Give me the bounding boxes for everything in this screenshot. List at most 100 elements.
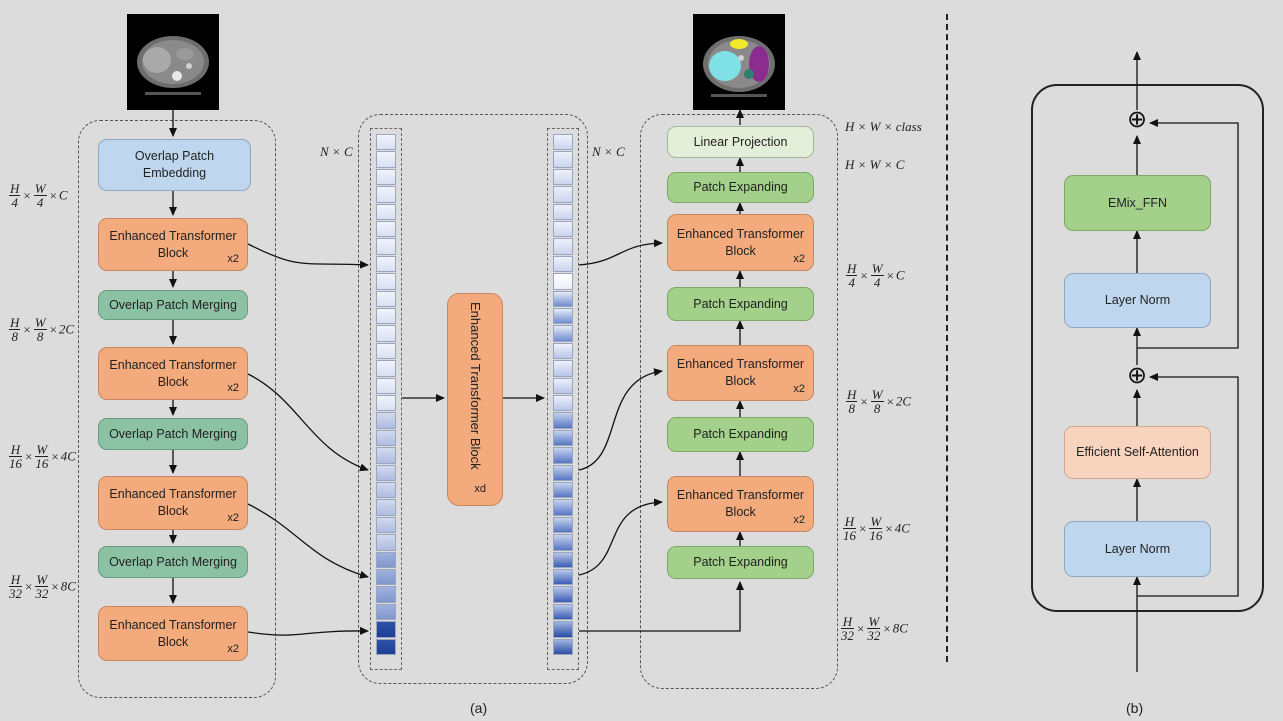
dim-den: 32 — [841, 628, 854, 643]
token-cell — [376, 551, 396, 568]
token-cell — [553, 603, 573, 621]
dim-channels: C — [895, 267, 905, 283]
repeat-count: x2 — [793, 514, 805, 527]
dim-den: 4 — [873, 275, 881, 290]
dim-num: W — [867, 614, 881, 629]
encoder-transformer-block-1: Enhanced Transformer Block x2 — [98, 218, 248, 271]
token-cell — [376, 360, 396, 377]
dim-num: H — [846, 261, 858, 276]
bottleneck-label: Enhanced Transformer Block — [467, 301, 483, 470]
token-cell — [553, 429, 573, 447]
panel-separator — [946, 14, 948, 662]
dim-channels: 2C — [58, 321, 75, 337]
emix-ffn-label: EMix_FFN — [1107, 195, 1168, 210]
token-cell — [376, 221, 396, 238]
linear-projection-label: Linear Projection — [693, 134, 788, 149]
token-cell — [553, 621, 573, 638]
dim-num: H — [841, 614, 854, 629]
input-ct-image — [127, 14, 219, 110]
token-cell — [376, 395, 396, 412]
token-cell — [553, 464, 573, 481]
caption-a: (a) — [470, 700, 488, 716]
right-token-strip — [547, 128, 579, 670]
dim-den: 8 — [11, 329, 18, 344]
token-cell — [376, 464, 396, 481]
encoder-transformer-block-4: Enhanced Transformer Block x2 — [98, 606, 248, 661]
block-label: Enhanced Transformer Block — [676, 488, 805, 519]
token-cell — [553, 134, 573, 151]
linear-projection: Linear Projection — [667, 126, 814, 158]
encoder-transformer-block-3: Enhanced Transformer Block x2 — [98, 476, 248, 530]
expanding-label: Patch Expanding — [693, 427, 788, 442]
token-cell — [553, 221, 573, 238]
merging-label: Overlap Patch Merging — [109, 297, 237, 312]
dim-num: H — [846, 387, 858, 402]
block-label: Enhanced Transformer Block — [109, 617, 237, 649]
dim-num: H — [843, 514, 856, 529]
add-operator-top: ⊕ — [1126, 106, 1148, 133]
overlap-patch-merging-1: Overlap Patch Merging — [98, 290, 248, 320]
token-cell — [376, 603, 396, 621]
dim-num: H — [9, 315, 21, 330]
token-cell — [553, 203, 573, 220]
dim-den: 32 — [35, 586, 49, 601]
token-cell — [553, 569, 573, 586]
token-cell — [376, 325, 396, 342]
token-cell — [553, 151, 573, 168]
dim-den: 4 — [11, 195, 18, 210]
repeat-count: x2 — [227, 253, 239, 266]
token-cell — [376, 168, 396, 186]
overlap-patch-merging-2: Overlap Patch Merging — [98, 418, 248, 450]
token-cell — [376, 186, 396, 203]
dim-num: W — [35, 572, 49, 587]
encoder-group — [78, 120, 276, 698]
token-cell — [376, 238, 396, 255]
overlap-patch-merging-3: Overlap Patch Merging — [98, 546, 248, 578]
token-cell — [553, 638, 573, 655]
dim-num: W — [869, 514, 883, 529]
token-cell — [376, 377, 396, 394]
block-label: Enhanced Transformer Block — [676, 226, 805, 258]
token-cell — [376, 308, 396, 325]
dim-num: H — [9, 181, 21, 196]
dim-channels: 8C — [892, 620, 908, 636]
dim-num: W — [870, 387, 884, 402]
dim-channels: 4C — [60, 448, 76, 464]
token-cell — [553, 586, 573, 603]
layer-norm-label: Layer Norm — [1104, 293, 1171, 308]
dim-channels: C — [58, 187, 68, 203]
repeat-count: x2 — [227, 643, 239, 656]
block-label: Enhanced Transformer Block — [109, 357, 237, 389]
token-cell — [376, 412, 396, 429]
overlap-patch-embedding-label: Overlap Patch Embedding — [134, 149, 215, 180]
token-cell — [376, 429, 396, 447]
token-cell — [553, 447, 573, 464]
merging-label: Overlap Patch Merging — [109, 426, 237, 441]
dim-num: W — [35, 442, 49, 457]
block-label: Enhanced Transformer Block — [109, 487, 237, 518]
repeat-count: x2 — [793, 253, 805, 266]
token-cell — [376, 290, 396, 307]
block-detail-group — [1031, 84, 1264, 612]
token-cell — [376, 255, 396, 273]
token-cell — [553, 238, 573, 255]
hwc-label: H × W × C — [845, 157, 905, 172]
token-cell — [376, 569, 396, 586]
token-cell — [376, 621, 396, 638]
token-cell — [553, 534, 573, 551]
token-cell — [553, 516, 573, 534]
expanding-label: Patch Expanding — [693, 555, 788, 570]
token-cell — [553, 395, 573, 412]
patch-expanding-4: Patch Expanding — [667, 172, 814, 203]
expanding-label: Patch Expanding — [693, 180, 788, 195]
token-cell — [376, 499, 396, 516]
dim-den: 8 — [36, 329, 44, 344]
token-cell — [553, 308, 573, 325]
dim-channels: 8C — [60, 578, 76, 594]
nc-label-left: N × C — [320, 144, 353, 159]
token-cell — [376, 342, 396, 360]
token-cell — [553, 342, 573, 360]
